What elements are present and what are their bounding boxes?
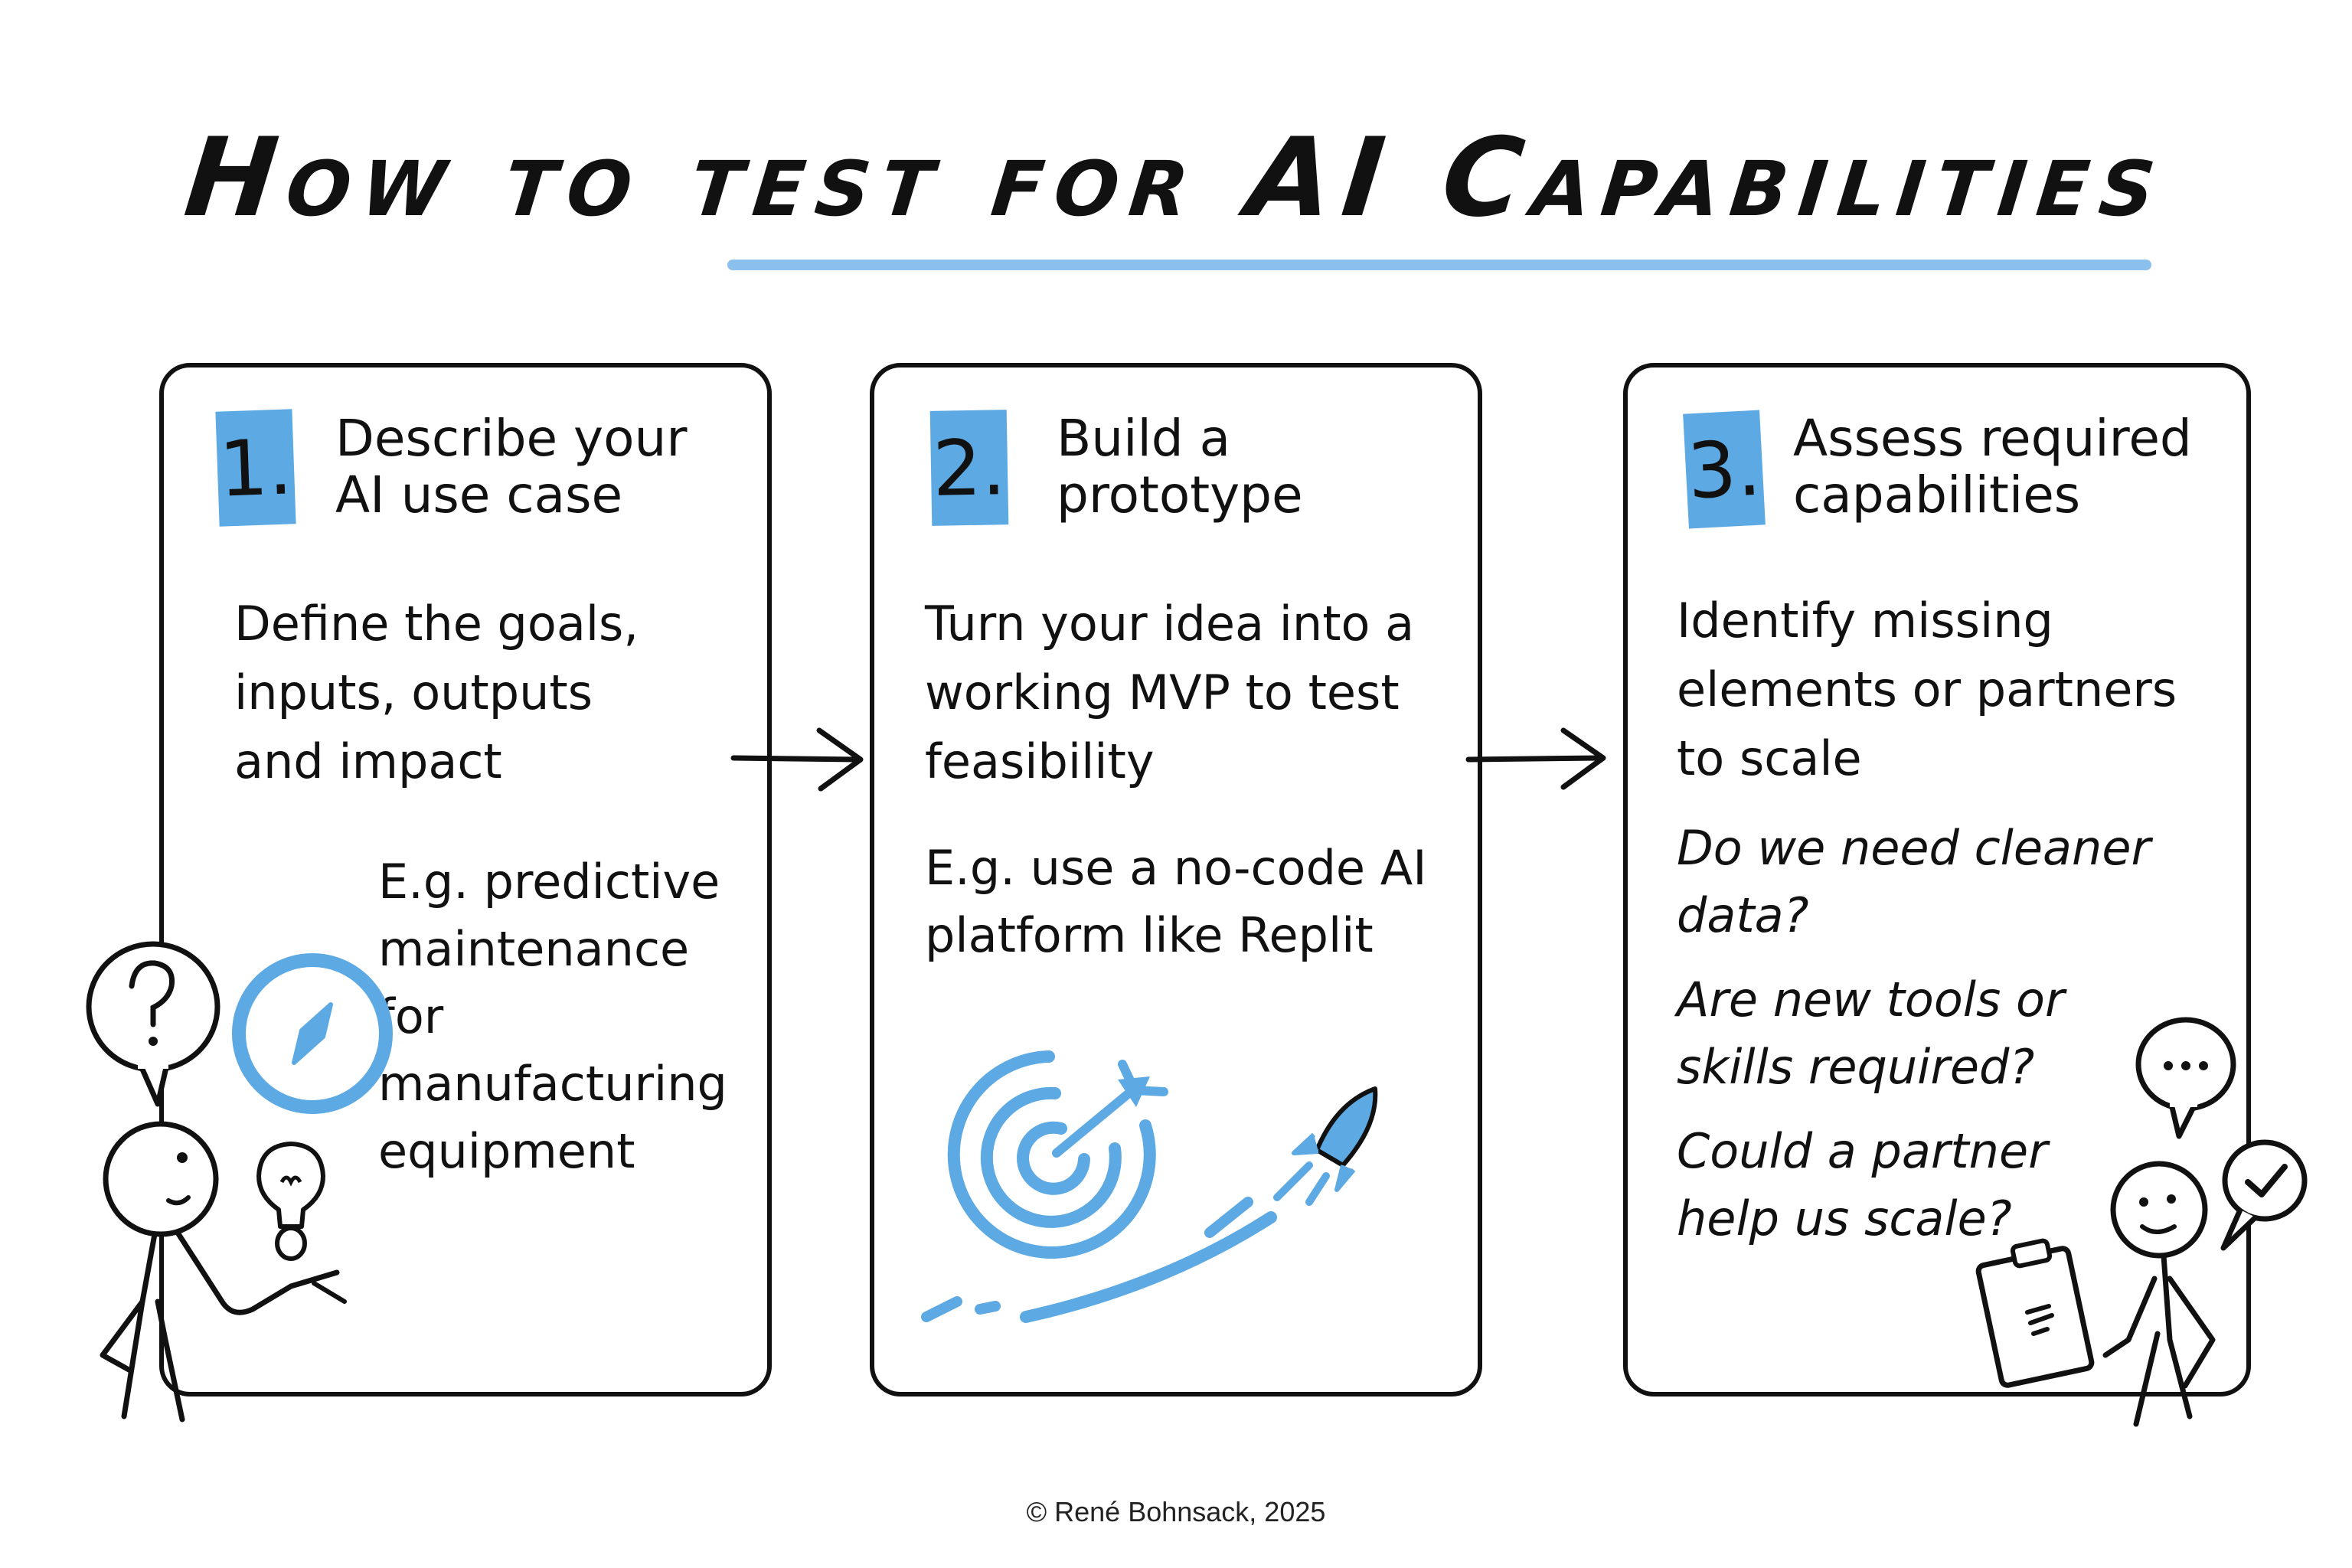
ellipsis-bubble-icon (2135, 1017, 2236, 1139)
step-description: Define the goals, inputs, outputs and im… (234, 596, 639, 789)
question-1: Do we need cleaner data? (1677, 820, 2151, 943)
step-title-line2: capabilities (1793, 466, 2081, 524)
question-2: Are new tools or skills required? (1677, 972, 2065, 1095)
step-title-line2: prototype (1057, 466, 1303, 524)
target-icon (947, 1050, 1168, 1259)
clipboard-icon (1975, 1238, 2095, 1388)
step-example: E.g. use a no-code AI platform like Repl… (925, 840, 1427, 963)
lightbulb-icon (256, 1142, 325, 1261)
step-card-1: 1. Describe your AI use case Define the … (159, 363, 772, 1396)
arrow-right-icon (730, 727, 864, 792)
rocket-trail (921, 1197, 1277, 1323)
arrow-right-icon (1465, 727, 1606, 790)
stick-figure-right (2102, 1161, 2216, 1427)
copyright-footer: © René Bohnsack, 2025 (1026, 1496, 1326, 1527)
checkmark-bubble-icon (2220, 1139, 2308, 1251)
question-3: Could a partner help us scale? (1677, 1123, 2048, 1246)
step-title-line1: Assess required (1793, 409, 2192, 468)
step-card-3: 3. Assess required capabilities Identify… (1623, 363, 2251, 1396)
step-description: Identify missing elements or partners to… (1677, 593, 2177, 786)
step-card-2: 2. Build a prototype Turn your idea into… (870, 363, 1482, 1396)
step-description: Turn your idea into a working MVP to tes… (925, 596, 1415, 789)
title-underline (727, 260, 2151, 270)
step-title-line1: Build a (1057, 409, 1231, 468)
step-example: E.g. predictive maintenance for manufact… (378, 854, 727, 1179)
rocket-icon (1273, 1086, 1378, 1206)
step-title-line1: Describe your (335, 409, 688, 468)
step-number-badge: 1. (215, 409, 296, 527)
step-number-badge: 2. (929, 410, 1009, 526)
page-title: How to test for AI Capabilities (179, 115, 2173, 241)
stick-figure-left (100, 1121, 347, 1423)
compass-icon (232, 953, 393, 1114)
step-title-line2: AI use case (335, 466, 623, 524)
question-bubble-icon (86, 941, 220, 1107)
step-number-badge: 3. (1683, 410, 1766, 529)
